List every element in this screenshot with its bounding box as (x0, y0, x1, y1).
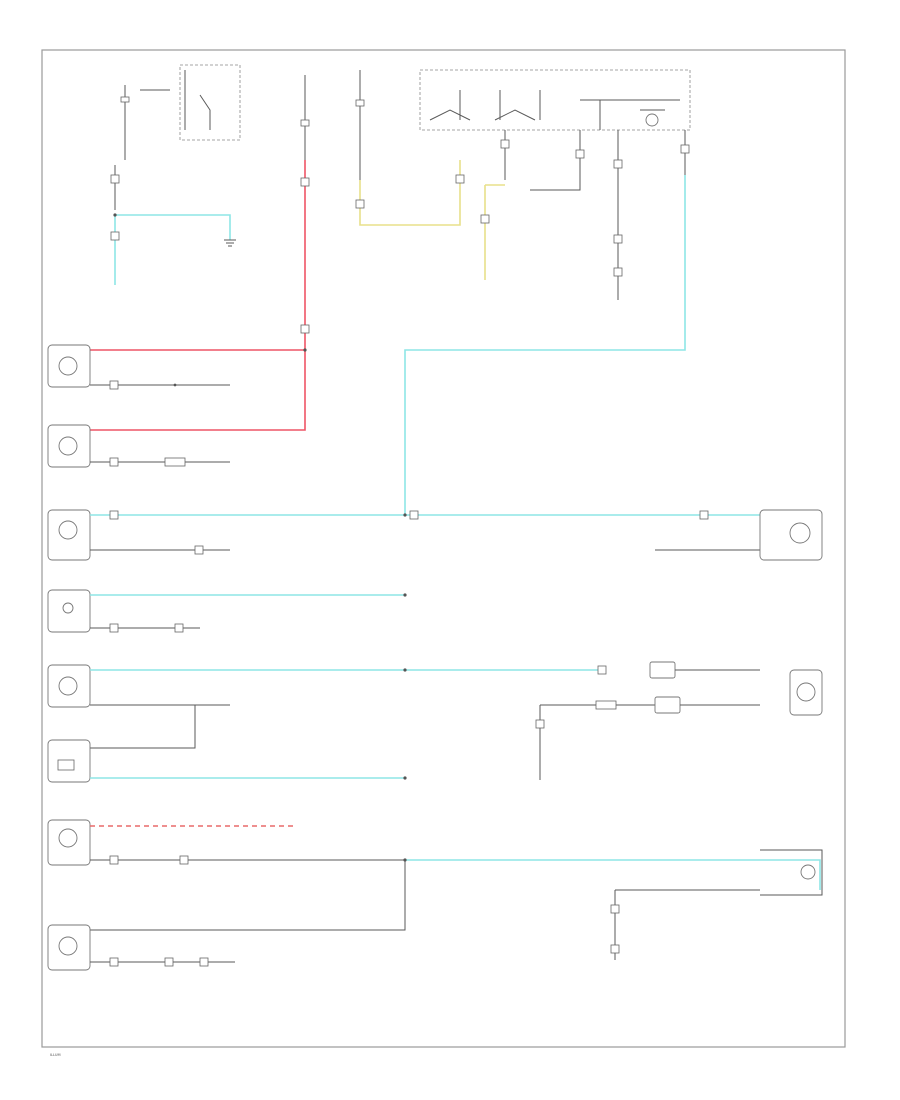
component-4-row (47, 589, 407, 633)
top-power-section (90, 64, 691, 515)
black-wires-from-box (500, 130, 690, 300)
right-middle-component (535, 696, 760, 780)
black-wire-left-1 (110, 165, 120, 210)
red-wire-section (90, 75, 310, 431)
component-1-driver-switch (47, 344, 230, 390)
component-8-row (47, 924, 235, 971)
component-6-row (47, 739, 407, 783)
headlamp-switch-component (120, 64, 241, 160)
cyan-wire-right-down (404, 175, 686, 515)
component-5-row (47, 661, 823, 749)
component-3-row (47, 509, 823, 561)
component-7-row (47, 819, 823, 960)
yellow-wire-section (355, 70, 505, 280)
instrument-cluster-box (419, 69, 691, 131)
diagram-border (41, 49, 846, 1048)
component-2-passenger-switch (47, 424, 230, 468)
cyan-wire-top-left (110, 213, 231, 285)
page-code-label: ILLUM (50, 1053, 61, 1057)
ground-symbol-1 (224, 239, 236, 247)
